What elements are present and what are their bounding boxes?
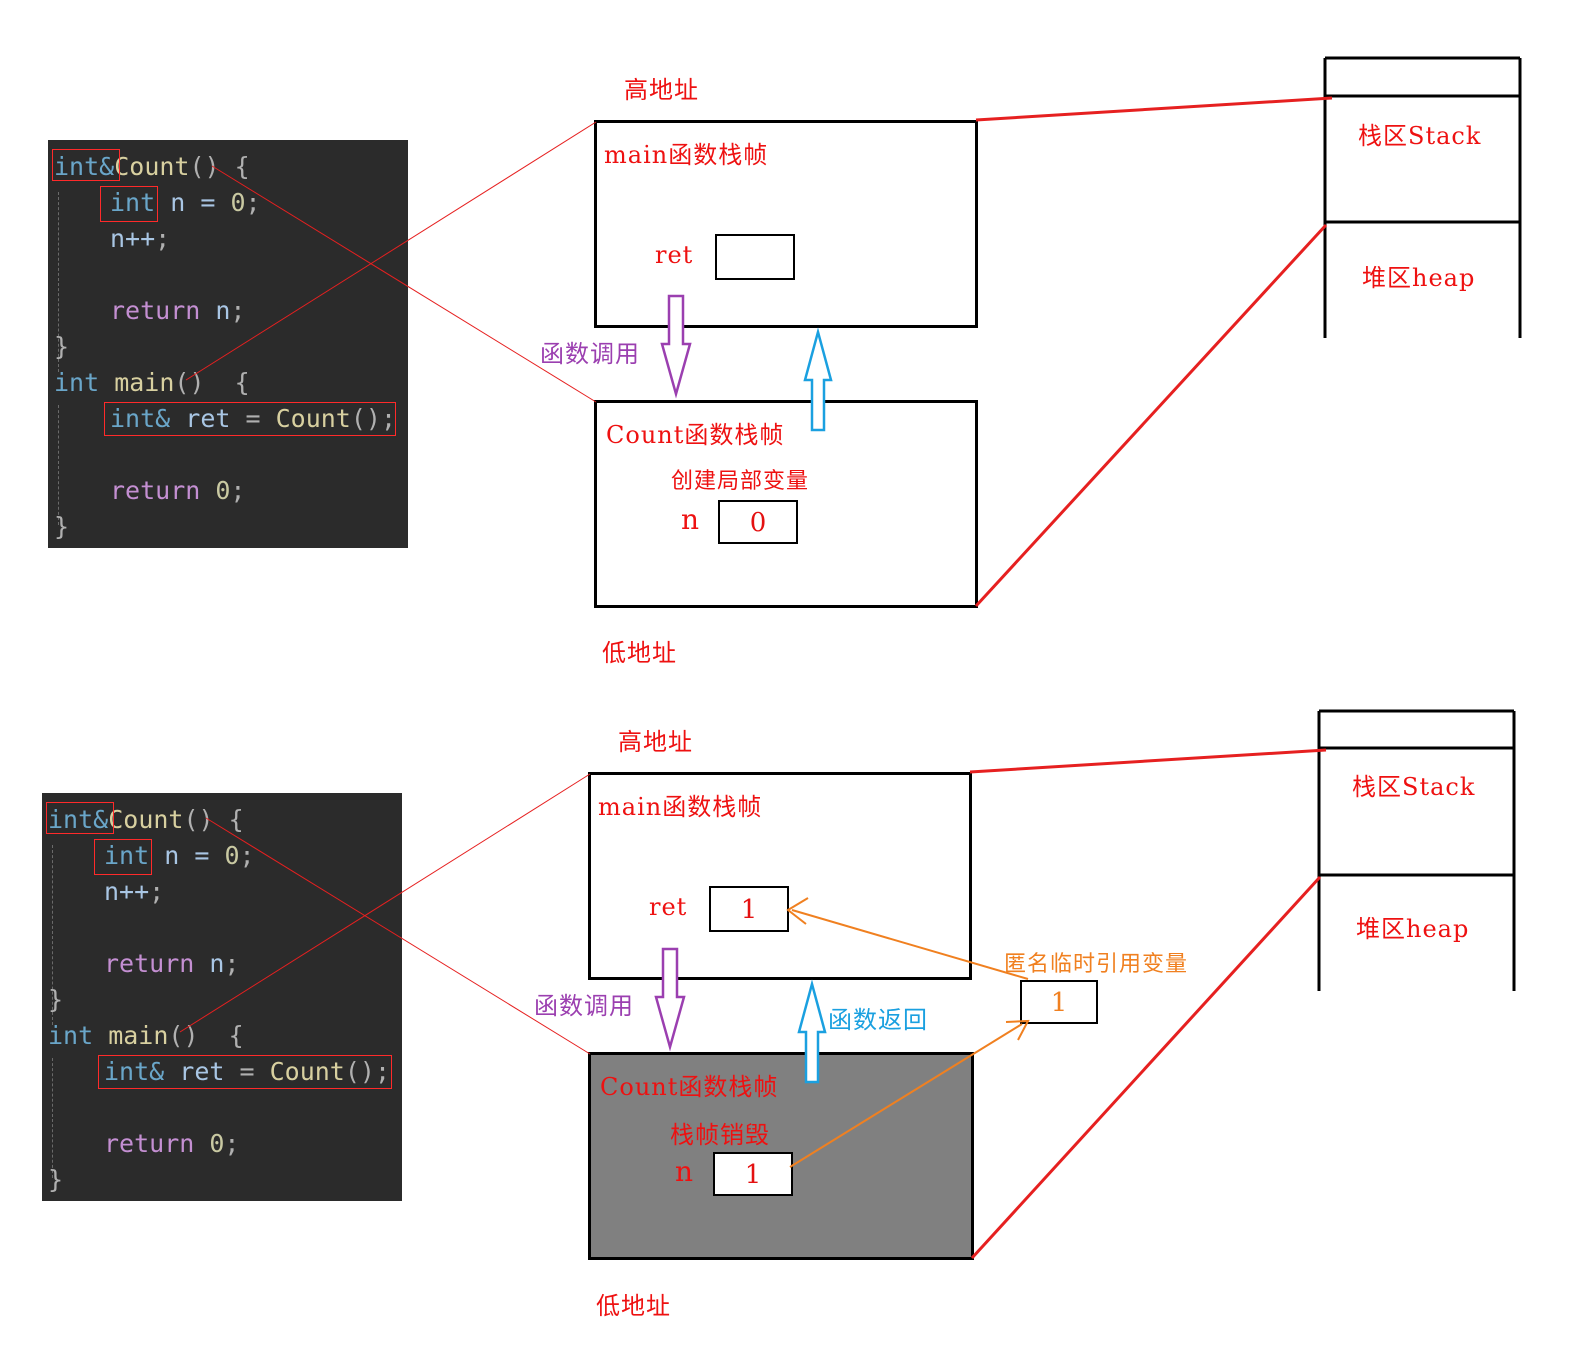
highlight-local-var bbox=[94, 839, 152, 875]
frame-to-heap-line bbox=[974, 223, 1328, 608]
frame-to-stack-line bbox=[975, 96, 1333, 122]
heap-region-label: 堆区heap bbox=[1356, 915, 1470, 943]
main-stack-frame: main函数栈帧 ret 1 bbox=[588, 772, 972, 980]
main-frame-title: main函数栈帧 bbox=[604, 141, 769, 169]
low-address-label: 低地址 bbox=[602, 639, 677, 667]
memory-column: 栈区Stack 堆区heap bbox=[1324, 58, 1520, 338]
n-label: n bbox=[681, 503, 701, 536]
highlight-ret-assign bbox=[98, 1055, 392, 1089]
highlight-ret-assign bbox=[104, 402, 396, 436]
count-frame-title: Count函数栈帧 bbox=[600, 1073, 779, 1101]
code-line: return n; bbox=[110, 296, 246, 325]
low-address-label: 低地址 bbox=[596, 1292, 671, 1320]
code-line: n++; bbox=[110, 224, 171, 253]
main-stack-frame: main函数栈帧 ret bbox=[594, 120, 978, 328]
stack-region-label: 栈区Stack bbox=[1352, 773, 1476, 801]
code-line: } bbox=[48, 1165, 64, 1194]
ret-label: ret bbox=[649, 893, 688, 921]
frame-to-stack-line bbox=[969, 748, 1327, 774]
call-label: 函数调用 bbox=[540, 340, 640, 368]
frame-to-heap-line bbox=[970, 875, 1322, 1260]
high-address-label: 高地址 bbox=[618, 728, 693, 756]
code-line: n++; bbox=[104, 877, 165, 906]
highlight-return-type bbox=[46, 802, 114, 834]
code-line: int main() { bbox=[48, 1021, 244, 1050]
temp-var-label: 匿名临时引用变量 bbox=[1004, 952, 1189, 977]
local-var-note: 创建局部变量 bbox=[671, 469, 810, 494]
code-line: return 0; bbox=[104, 1129, 240, 1158]
highlight-local-var bbox=[100, 186, 158, 222]
code-line: } bbox=[48, 985, 64, 1014]
n-label: n bbox=[675, 1155, 695, 1188]
temp-var-box: 1 bbox=[1020, 980, 1098, 1024]
call-label: 函数调用 bbox=[534, 992, 634, 1020]
memory-column: 栈区Stack 堆区heap bbox=[1318, 711, 1514, 991]
n-box: 1 bbox=[713, 1152, 793, 1196]
code-panel-bottom: int&Count() { int n = 0; n++; return n; … bbox=[42, 793, 402, 1201]
count-stack-frame-destroyed: Count函数栈帧 栈帧销毁 n 1 bbox=[588, 1052, 974, 1260]
main-frame-title: main函数栈帧 bbox=[598, 793, 763, 821]
ret-label: ret bbox=[655, 241, 694, 269]
ret-box: 1 bbox=[709, 886, 789, 932]
stack-region-label: 栈区Stack bbox=[1358, 122, 1482, 150]
count-frame-title: Count函数栈帧 bbox=[606, 421, 785, 449]
highlight-return-type bbox=[52, 149, 120, 181]
heap-region-label: 堆区heap bbox=[1362, 264, 1476, 292]
ret-box bbox=[715, 234, 795, 280]
count-stack-frame: Count函数栈帧 创建局部变量 n 0 bbox=[594, 400, 978, 608]
code-line: return n; bbox=[104, 949, 240, 978]
code-line: } bbox=[54, 332, 70, 361]
code-panel-top: int&Count() { int n = 0; n++; return n; … bbox=[48, 140, 408, 548]
code-line: int& ret = Count(); bbox=[104, 1057, 391, 1086]
destroy-note: 栈帧销毁 bbox=[670, 1121, 770, 1149]
high-address-label: 高地址 bbox=[624, 76, 699, 104]
n-box: 0 bbox=[718, 500, 798, 544]
code-line: return 0; bbox=[110, 476, 246, 505]
code-line: int& ret = Count(); bbox=[110, 404, 397, 433]
code-line: int main() { bbox=[54, 368, 250, 397]
return-label: 函数返回 bbox=[828, 1006, 928, 1034]
code-line: } bbox=[54, 512, 70, 541]
